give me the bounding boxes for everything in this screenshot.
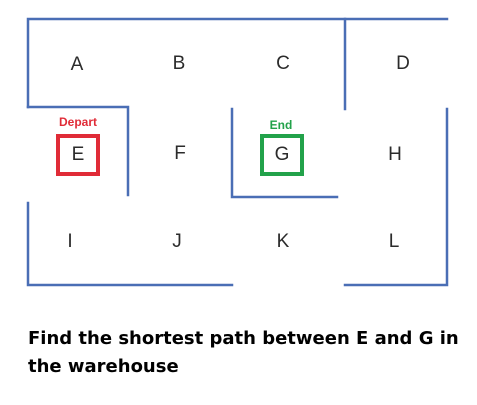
cell-a: A — [71, 54, 84, 75]
cell-j: J — [172, 231, 182, 252]
wall-bottom-left — [26, 201, 234, 287]
end-label: End — [270, 118, 293, 132]
wall-bottom-right — [343, 107, 449, 287]
wall-depart-room — [26, 105, 130, 197]
cell-h: H — [388, 144, 402, 165]
cell-i: I — [67, 231, 72, 252]
cell-l: L — [389, 231, 400, 252]
cell-b: B — [173, 53, 186, 74]
cell-g: G — [275, 144, 290, 165]
question-caption: Find the shortest path between E and G i… — [28, 328, 459, 377]
wall-end-room — [230, 107, 339, 199]
depart-label: Depart — [59, 115, 97, 129]
cell-e: E — [72, 144, 85, 165]
wall-top-left — [26, 17, 449, 109]
end-marker-box — [260, 134, 304, 176]
depart-marker-box — [56, 134, 100, 176]
cell-c: C — [276, 53, 290, 74]
cell-f: F — [174, 143, 186, 164]
cell-k: K — [277, 231, 290, 252]
cell-d: D — [396, 53, 410, 74]
maze-diagram: Depart End A B C D E F G H I J K L — [26, 17, 449, 287]
maze-walls — [26, 17, 449, 287]
